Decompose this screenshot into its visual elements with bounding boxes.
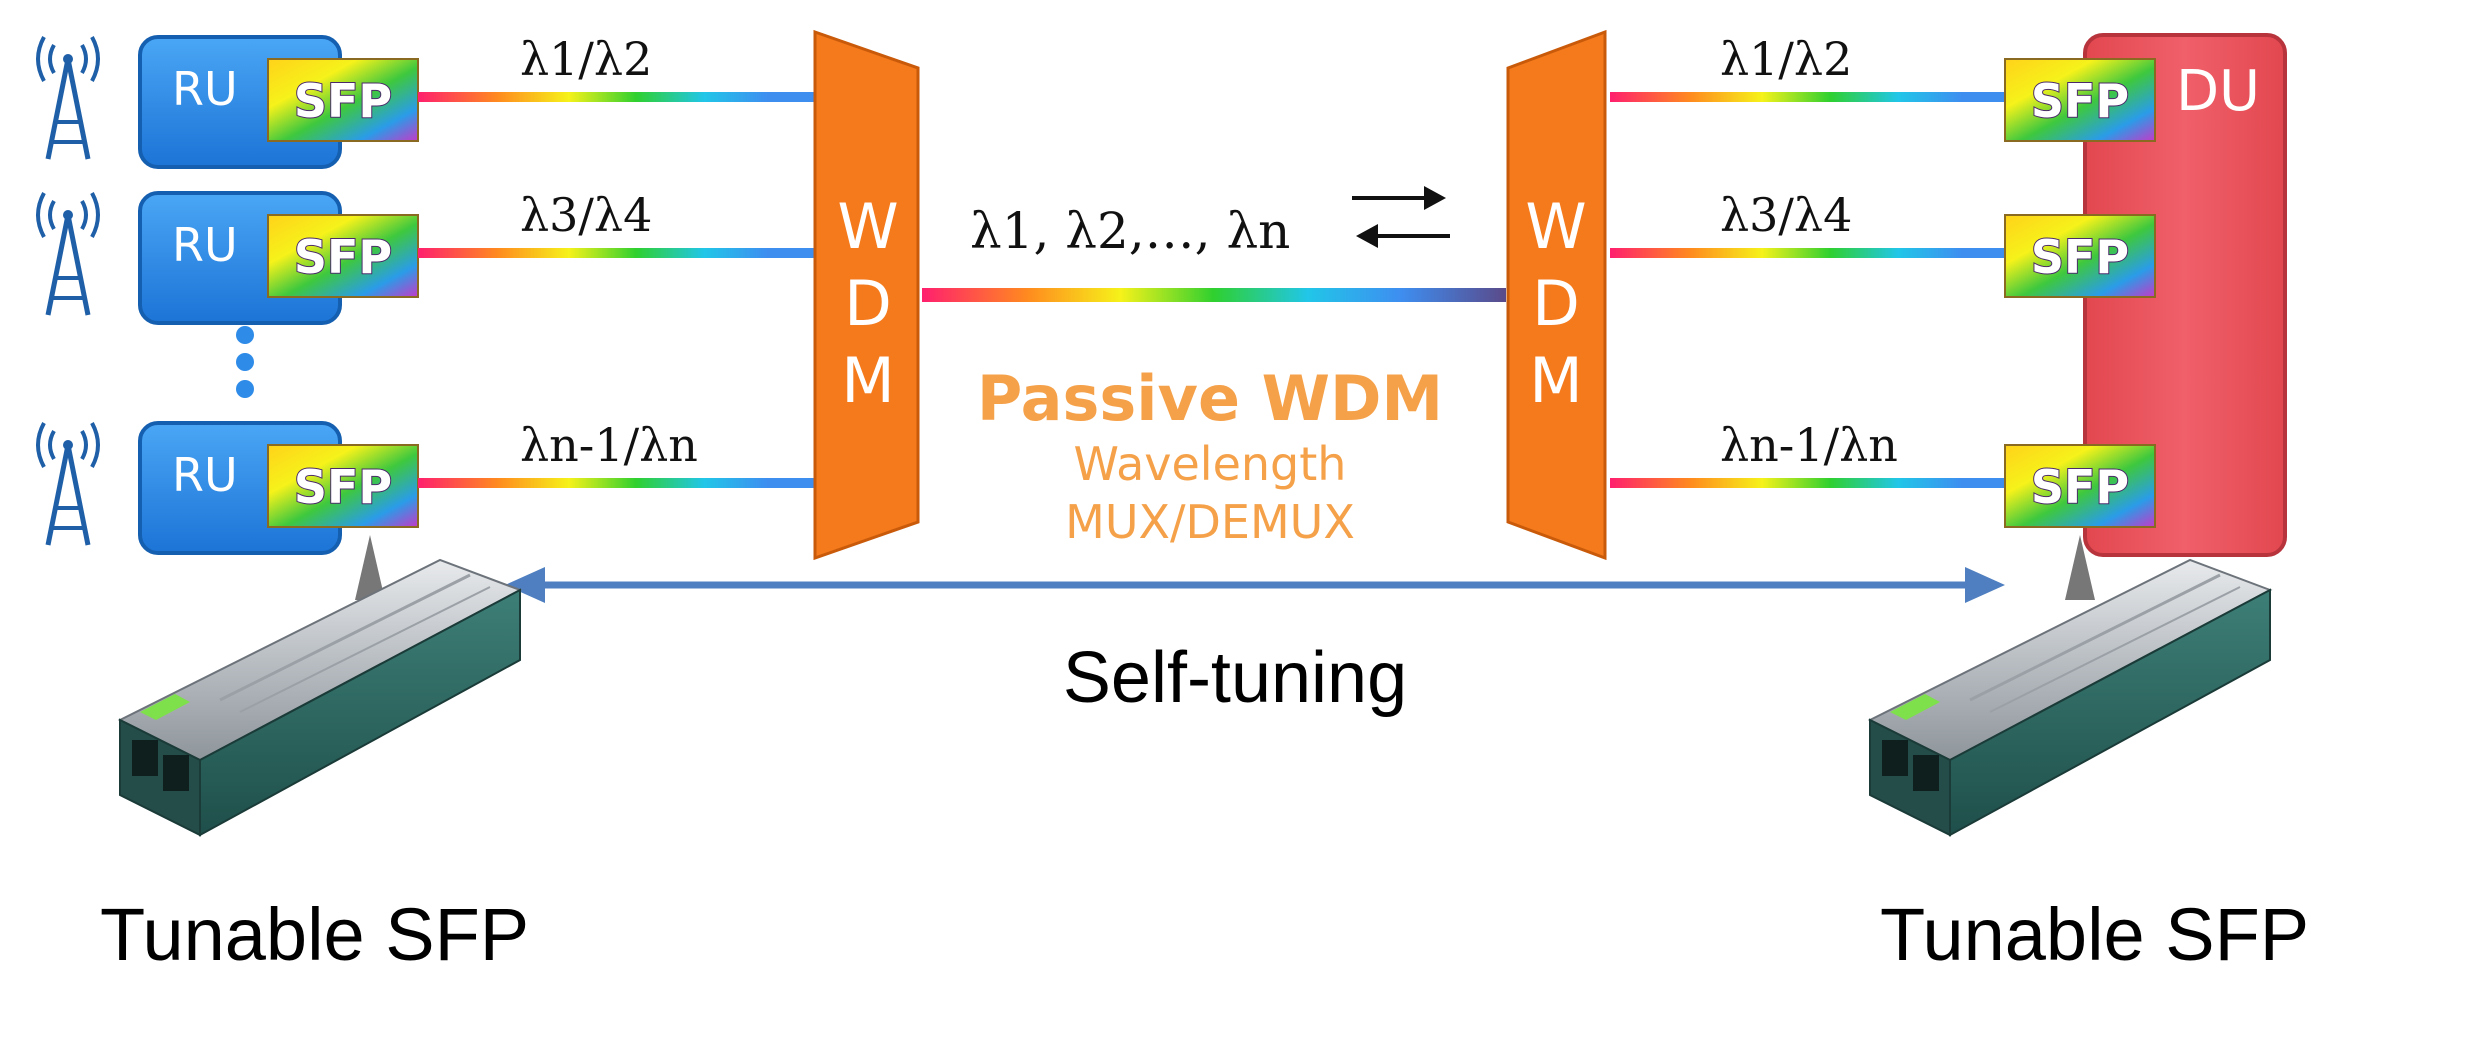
ru-row-1: RU SFP λ1/λ2 (36, 32, 815, 169)
fiber-line (418, 248, 815, 258)
wavelength-label: λ3/λ4 (520, 188, 652, 242)
ru-row-3: RU SFP λn-1/λn (36, 418, 815, 555)
bidirectional-arrows-icon (1352, 186, 1450, 248)
wdm-right-letter-m: M (1529, 344, 1583, 417)
antenna-icon (36, 192, 100, 316)
antenna-icon (36, 422, 100, 546)
fiber-line (418, 92, 815, 102)
trunk-fiber (922, 288, 1506, 302)
wdm-right: W D M (1506, 29, 1607, 561)
ru-row-2: RU SFP λ3/λ4 (36, 188, 815, 325)
antenna-icon (36, 36, 100, 160)
sfp-label: SFP (2031, 74, 2129, 128)
wavelength-label: λ1/λ2 (1720, 32, 1852, 86)
wdm-left-letter-w: W (837, 190, 898, 263)
tunable-sfp-right-label: Tunable SFP (1880, 893, 2309, 976)
wavelength-label: λn-1/λn (1720, 418, 1898, 472)
passive-wdm-line2: MUX/DEMUX (1065, 495, 1355, 549)
sfp-module (267, 444, 419, 528)
passive-wdm-line1: Wavelength (1074, 437, 1347, 491)
sfp-module (267, 58, 419, 142)
self-tuning-arrow (505, 567, 2005, 603)
wdm-left-letter-d: D (844, 267, 892, 340)
self-tuning-label: Self-tuning (1063, 638, 1407, 718)
passive-wdm-title: Passive WDM (977, 362, 1443, 435)
trunk-wavelength-label: λ1, λ2,…, λn (970, 202, 1290, 260)
wdm-left: W D M (813, 29, 920, 561)
fiber-line (418, 478, 815, 488)
sfp-module (2004, 214, 2156, 298)
fiber-line (1610, 478, 2010, 488)
sfp-label: SFP (2031, 460, 2129, 514)
du-label: DU (2176, 59, 2260, 124)
tunable-sfp-left-image (117, 535, 523, 837)
sfp-label: SFP (294, 230, 392, 284)
ru-label: RU (172, 62, 238, 116)
sfp-module (2004, 58, 2156, 142)
wavelength-label: λn-1/λn (520, 418, 698, 472)
sfp-label: SFP (294, 74, 392, 128)
sfp-label: SFP (2031, 230, 2129, 284)
du-box: DU (2083, 33, 2287, 557)
ru-label: RU (172, 448, 238, 502)
sfp-module (2004, 444, 2156, 528)
fiber-line (1610, 248, 2010, 258)
wdm-left-letter-m: M (841, 344, 895, 417)
tunable-sfp-right-image (1867, 535, 2273, 837)
wdm-right-letter-w: W (1525, 190, 1586, 263)
wavelength-label: λ1/λ2 (520, 32, 652, 86)
tunable-sfp-left-label: Tunable SFP (100, 893, 529, 976)
sfp-label: SFP (294, 460, 392, 514)
wdm-right-letter-d: D (1532, 267, 1580, 340)
ellipsis-dots-icon (236, 326, 254, 398)
ru-label: RU (172, 218, 238, 272)
wavelength-label: λ3/λ4 (1720, 188, 1852, 242)
fiber-line (1610, 92, 2010, 102)
